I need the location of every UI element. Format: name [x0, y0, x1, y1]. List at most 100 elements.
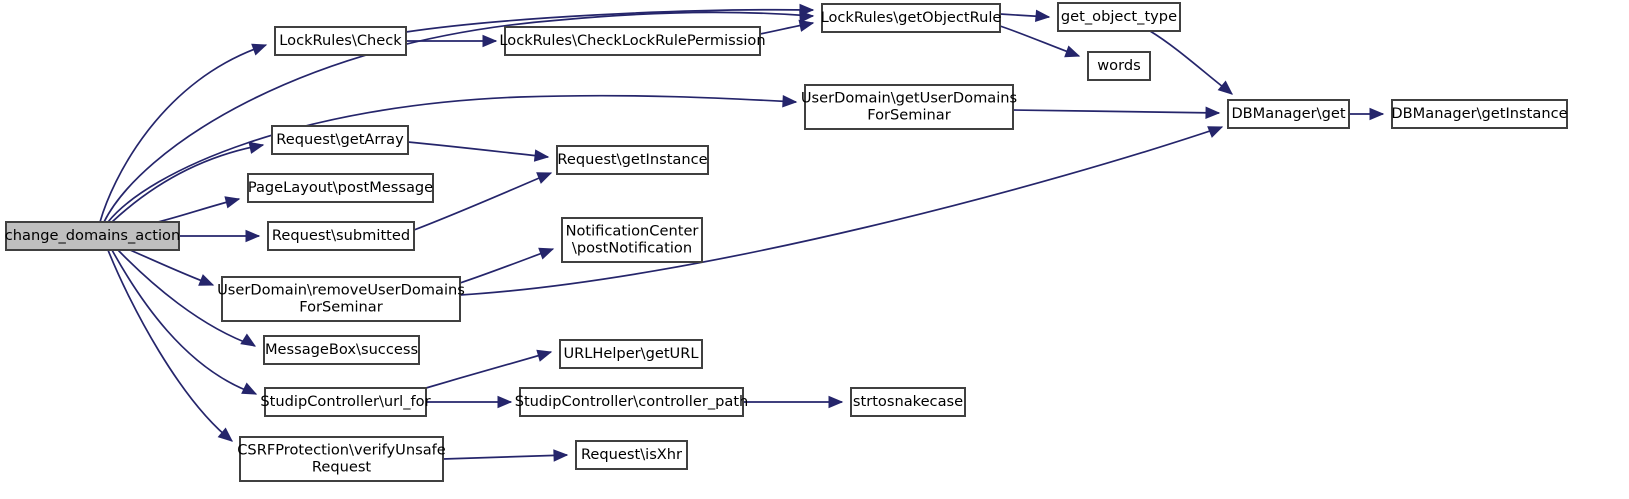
node-get_object_type[interactable]: get_object_type — [1057, 2, 1181, 32]
node-messagebox_success[interactable]: MessageBox\success — [263, 335, 420, 365]
arrowhead-triangle — [1369, 107, 1385, 121]
node-box-request_isxhr[interactable] — [575, 440, 688, 470]
arrowhead — [240, 333, 257, 347]
node-urlhelper_geturl[interactable]: URLHelper\getURL — [559, 339, 703, 369]
arrowhead — [828, 395, 844, 409]
arrowhead-triangle — [240, 333, 257, 347]
node-request_submitted[interactable]: Request\submitted — [267, 221, 415, 251]
node-notificationcenter_postnotification[interactable]: NotificationCenter\postNotification — [561, 217, 703, 263]
arrowhead — [248, 141, 265, 154]
edge-get_object_type-to-dbmanager_get — [1149, 30, 1233, 95]
arrowhead-triangle — [536, 349, 553, 362]
arrowhead — [1207, 126, 1224, 138]
arrowhead — [241, 382, 258, 395]
node-request_getinstance[interactable]: Request\getInstance — [556, 145, 709, 175]
arrowhead — [224, 196, 241, 209]
node-strtosnakecase[interactable]: strtosnakecase — [850, 387, 966, 417]
node-box-messagebox_success[interactable] — [263, 335, 420, 365]
arrowhead-triangle — [241, 382, 258, 395]
edge-change_domains_action-to-csrfprotection_verifyunsaferequest — [107, 249, 233, 442]
node-lockrules_checklockrulepermission[interactable]: LockRules\CheckLockRulePermission — [499, 26, 766, 56]
node-pagelayout_postmessage[interactable]: PageLayout\postMessage — [247, 173, 434, 203]
node-box-change_domains_action[interactable] — [5, 221, 180, 251]
node-box-lockrules_getobjectrule[interactable] — [821, 3, 1001, 33]
node-box-lockrules_checklockrulepermission[interactable] — [504, 26, 761, 56]
node-box-strtosnakecase[interactable] — [850, 387, 966, 417]
edge-change_domains_action-to-userdomain_getuserdomainsforseminar — [107, 94, 797, 223]
arrowhead-triangle — [217, 427, 233, 442]
arrowhead — [1369, 107, 1385, 121]
node-lockrules_getobjectrule[interactable]: LockRules\getObjectRule — [821, 3, 1002, 33]
node-box-request_getinstance[interactable] — [556, 145, 709, 175]
arrowhead-triangle — [538, 247, 555, 260]
edge-change_domains_action-to-lockrules_getobjectrule — [103, 11, 814, 223]
node-words[interactable]: words — [1087, 51, 1151, 81]
node-box-words[interactable] — [1087, 51, 1151, 81]
edge-lockrules_check-to-lockrules_getobjectrule — [405, 8, 814, 33]
node-box-userdomain_getuserdomainsforseminar[interactable] — [804, 84, 1014, 130]
node-box-get_object_type[interactable] — [1057, 2, 1181, 32]
node-box-studipcontroller_controller_path[interactable] — [519, 387, 744, 417]
node-dbmanager_get[interactable]: DBManager\get — [1227, 99, 1350, 129]
arrowhead-triangle — [482, 34, 498, 48]
arrowhead — [1217, 80, 1233, 95]
arrowhead — [217, 427, 233, 442]
arrowhead-triangle — [224, 196, 241, 209]
arrowhead — [245, 229, 261, 243]
edge-studipcontroller_url_for-to-urlhelper_geturl — [425, 351, 552, 389]
arrowhead — [538, 247, 555, 260]
arrowhead-triangle — [251, 43, 268, 56]
arrowhead — [533, 149, 550, 162]
edge-request_getarray-to-request_getinstance — [407, 141, 549, 158]
node-box-request_submitted[interactable] — [267, 221, 415, 251]
node-studipcontroller_url_for[interactable]: StudipController\url_for — [260, 387, 431, 417]
node-box-urlhelper_geturl[interactable] — [559, 339, 703, 369]
arrowhead-triangle — [198, 274, 215, 286]
arrowhead — [782, 95, 798, 108]
node-box-request_getarray[interactable] — [271, 125, 409, 155]
node-box-studipcontroller_url_for[interactable] — [264, 387, 427, 417]
node-box-dbmanager_getinstance[interactable] — [1391, 99, 1568, 129]
node-request_isxhr[interactable]: Request\isXhr — [575, 440, 688, 470]
node-box-lockrules_check[interactable] — [274, 26, 407, 56]
edge-change_domains_action-to-lockrules_check — [99, 44, 267, 223]
arrowhead-triangle — [1205, 106, 1221, 120]
arrowhead-triangle — [1217, 80, 1233, 95]
edge-userdomain_removeuserdomainsforseminar-to-notificationcenter_postnotification — [459, 248, 554, 284]
arrowhead-triangle — [536, 172, 553, 184]
arrowhead — [536, 349, 553, 362]
arrowheads-layer — [198, 3, 1385, 462]
node-studipcontroller_controller_path[interactable]: StudipController\controller_path — [515, 387, 749, 417]
arrowhead-triangle — [782, 95, 798, 108]
arrowhead — [251, 43, 268, 56]
node-box-notificationcenter_postnotification[interactable] — [561, 217, 703, 263]
arrowhead-triangle — [1064, 45, 1081, 58]
arrowhead-triangle — [1207, 126, 1224, 138]
node-box-pagelayout_postmessage[interactable] — [247, 173, 434, 203]
arrowhead — [497, 395, 513, 409]
edge-request_submitted-to-request_getinstance — [413, 172, 552, 231]
edge-change_domains_action-to-request_getarray — [111, 144, 264, 223]
node-dbmanager_getinstance[interactable]: DBManager\getInstance — [1391, 99, 1568, 129]
node-box-csrfprotection_verifyunsaferequest[interactable] — [239, 436, 444, 482]
node-change_domains_action[interactable]: change_domains_action — [5, 221, 180, 251]
arrowhead — [798, 19, 815, 32]
arrowhead — [1205, 106, 1221, 120]
node-box-userdomain_removeuserdomainsforseminar[interactable] — [221, 276, 461, 322]
edge-change_domains_action-to-messagebox_success — [117, 249, 256, 347]
arrowhead — [799, 3, 815, 17]
arrowhead — [198, 274, 215, 286]
arrowhead-triangle — [248, 141, 265, 154]
arrowhead-triangle — [1035, 9, 1051, 23]
node-lockrules_check[interactable]: LockRules\Check — [274, 26, 407, 56]
arrowhead — [553, 449, 569, 462]
node-box-dbmanager_get[interactable] — [1227, 99, 1350, 129]
arrowhead-triangle — [553, 449, 569, 462]
edge-userdomain_getuserdomainsforseminar-to-dbmanager_get — [1012, 109, 1220, 114]
node-request_getarray[interactable]: Request\getArray — [271, 125, 409, 155]
